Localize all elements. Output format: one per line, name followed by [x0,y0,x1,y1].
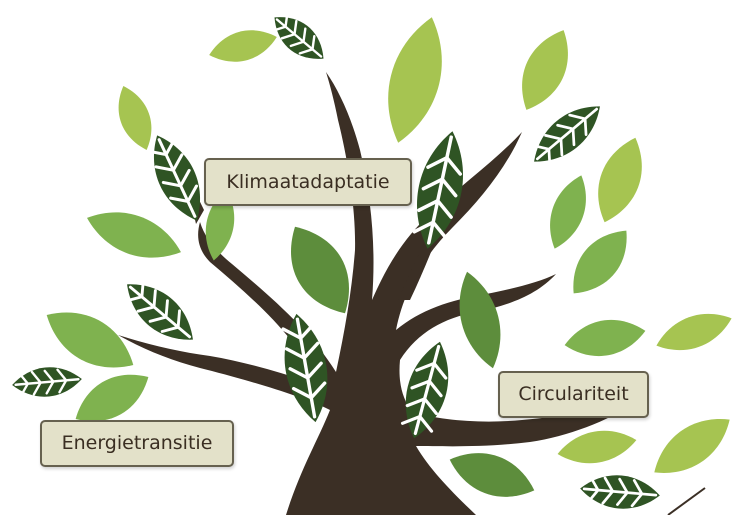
leaf [586,131,653,229]
leaf [509,22,582,118]
leaf [11,364,83,399]
label-klimaatadaptatie: Klimaatadaptatie [204,158,412,206]
leaf [562,314,649,363]
leaf [540,170,596,254]
leaf [110,81,161,155]
leaf [140,128,213,229]
root-line [668,488,705,515]
leaf [375,11,456,149]
leaf [523,94,610,175]
leaf [651,304,737,361]
leaf [205,23,280,69]
label-energietransitie: Energietransitie [40,420,234,467]
leaf [644,404,739,487]
leaf [80,200,187,271]
leaf [579,472,662,512]
label-circulariteit: Circulariteit [498,371,649,418]
leaf [449,267,511,373]
